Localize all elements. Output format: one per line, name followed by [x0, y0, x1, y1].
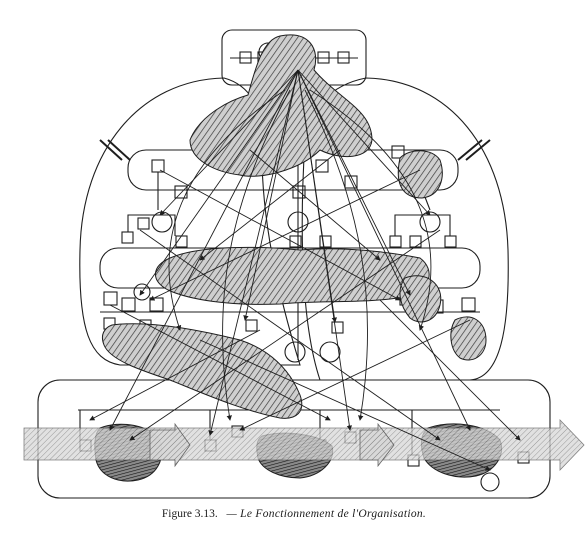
operational-flow-arrow [23, 419, 585, 471]
middle-units [121, 211, 457, 248]
caption-title: — Le Fonctionnement de l'Organisation. [226, 508, 427, 520]
caption-number: Figure 3.13. [161, 508, 218, 520]
figure-caption: Figure 3.13. — Le Fonctionnement de l'Or… [0, 508, 588, 520]
communication-flows [89, 69, 521, 471]
left-input-arrow [99, 139, 131, 161]
organisation-functioning-diagram [23, 29, 585, 499]
right-input-arrow [457, 139, 491, 161]
